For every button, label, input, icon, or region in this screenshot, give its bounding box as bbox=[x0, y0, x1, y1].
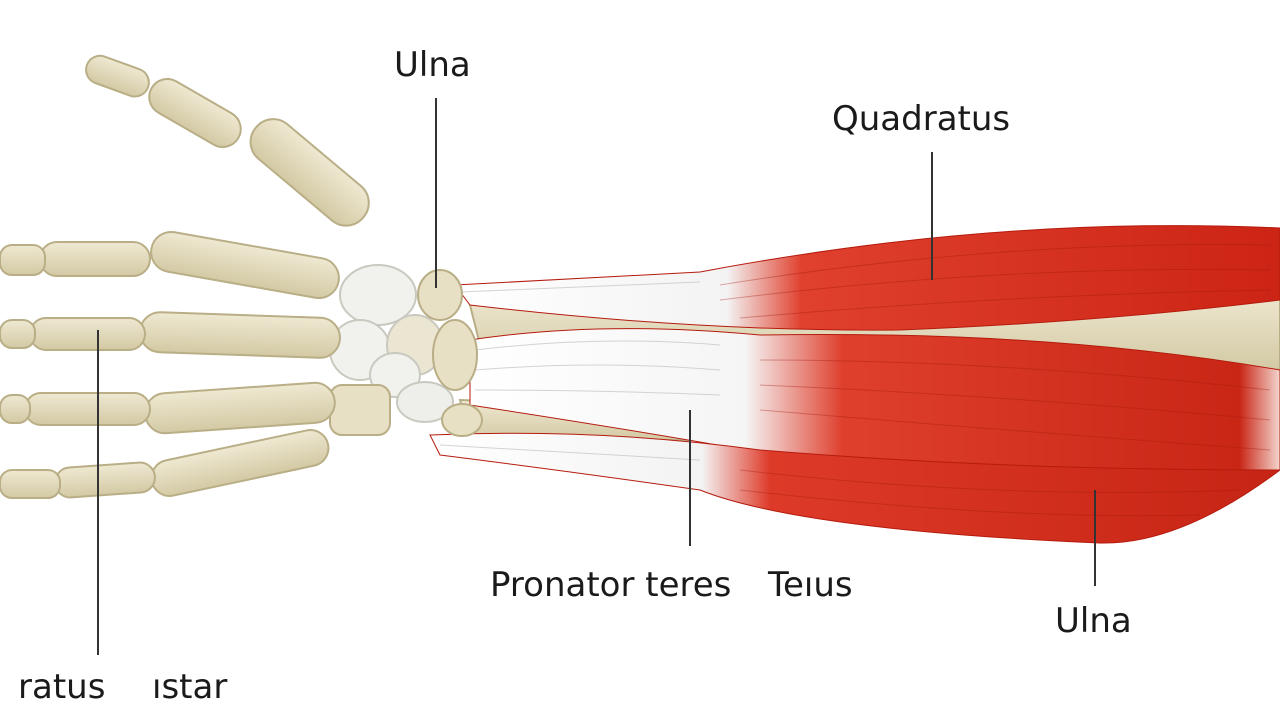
hand-bones bbox=[0, 54, 370, 499]
leader-ulna-top bbox=[435, 98, 437, 288]
carpal-bones bbox=[329, 264, 483, 437]
leader-ratus bbox=[97, 330, 99, 655]
label-ulna-bottom: Ulna bbox=[1055, 601, 1132, 641]
label-istar: ıstar bbox=[152, 667, 228, 707]
label-teius: Teıus bbox=[768, 565, 853, 605]
label-quadratus: Quadratus bbox=[832, 99, 1011, 139]
label-ratus: ratus bbox=[18, 667, 106, 707]
leader-quadratus bbox=[931, 152, 933, 280]
leader-pronator-teres bbox=[689, 410, 691, 546]
lower-flexor-muscle bbox=[429, 432, 1280, 544]
label-ulna-top: Ulna bbox=[394, 45, 471, 85]
label-pronator-teres: Pronator teres bbox=[490, 565, 732, 605]
muscle-group bbox=[429, 225, 1280, 544]
quadratus-muscle bbox=[454, 225, 1280, 331]
leader-ulna-bottom bbox=[1094, 490, 1096, 586]
